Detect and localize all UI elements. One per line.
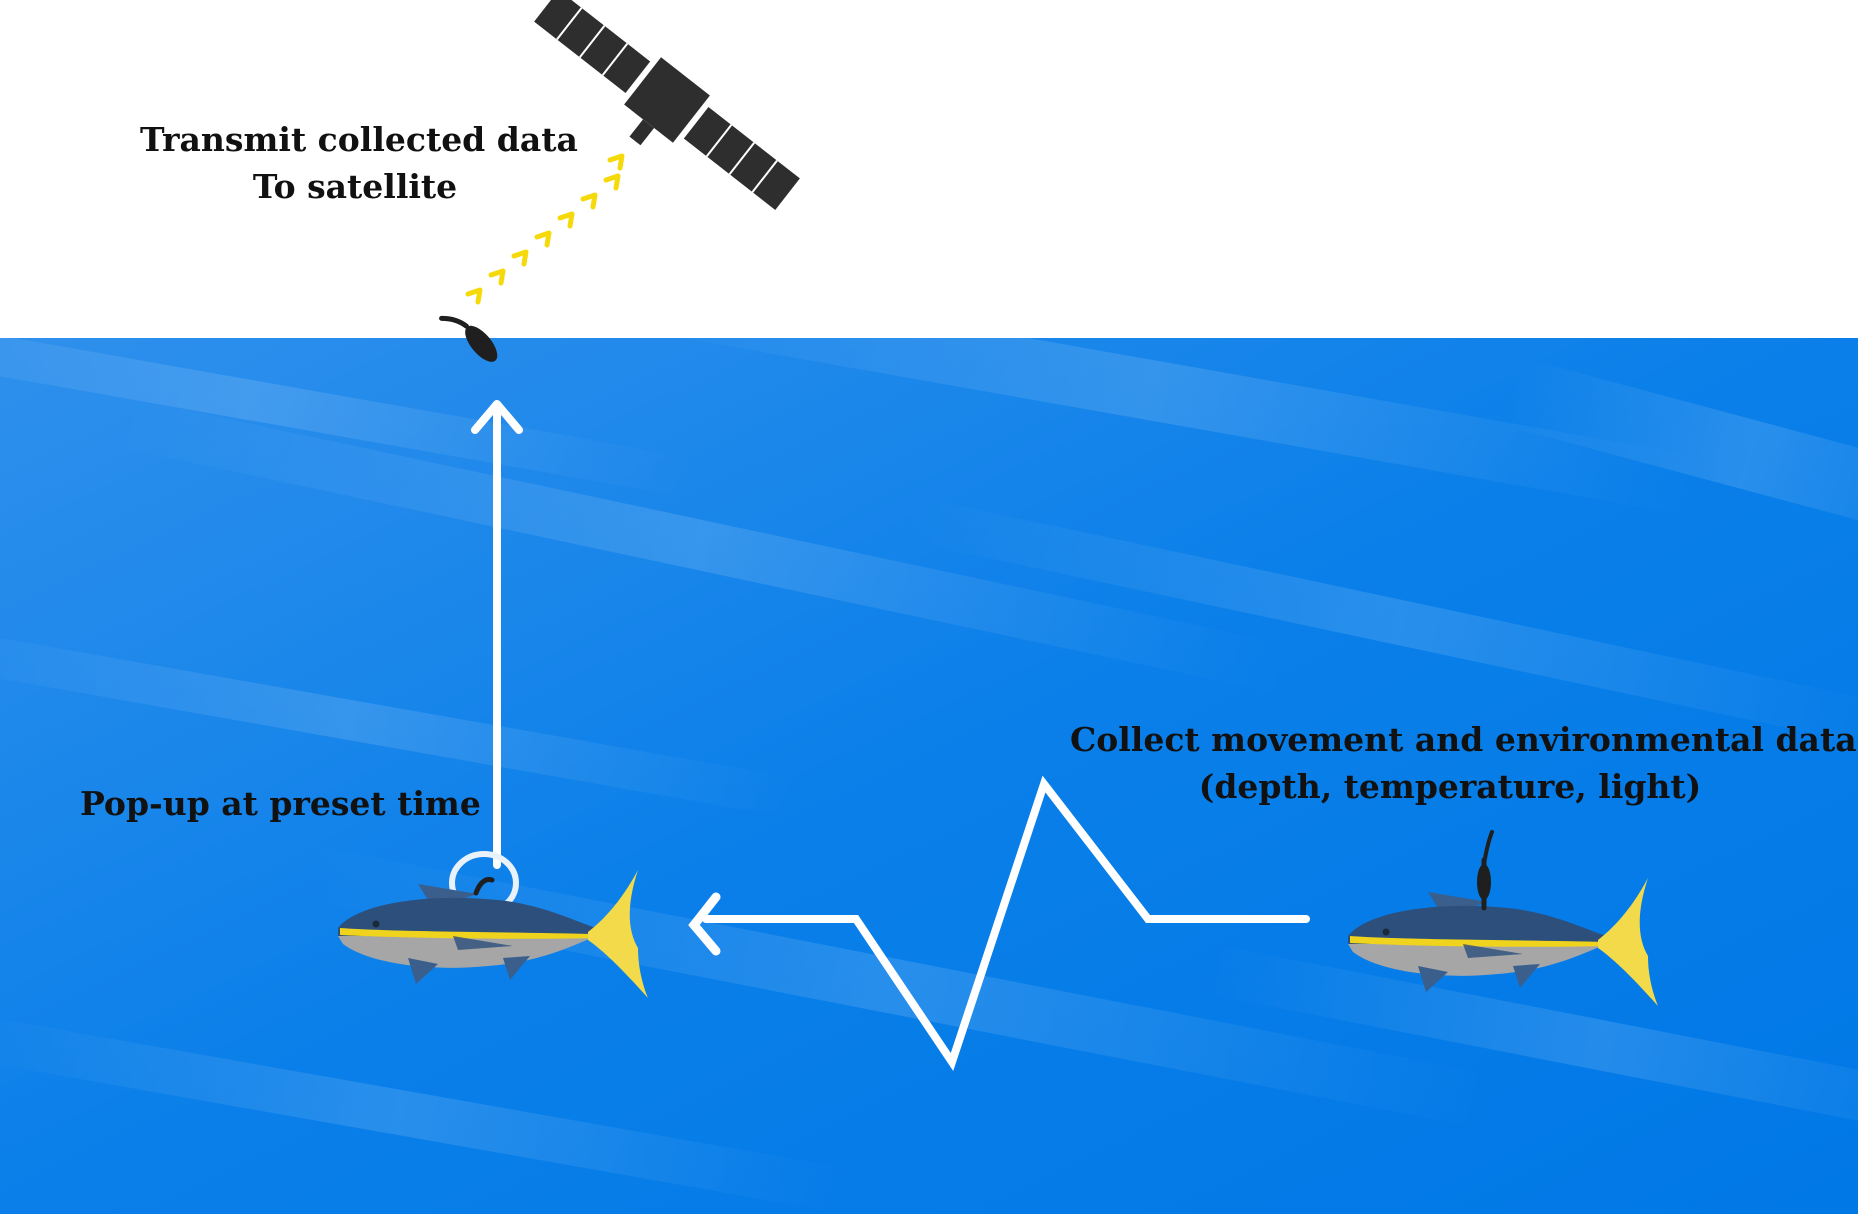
movement-path (688, 775, 1310, 1072)
tag-on-right-fish (1477, 830, 1494, 911)
transmit-label: Transmit collected data To satellite (140, 116, 578, 210)
popup-tag-icon (439, 315, 498, 362)
popup-arrow (471, 400, 523, 869)
collect-label: Collect movement and environmental data … (1070, 716, 1857, 810)
transmit-label-line2: To satellite (252, 167, 458, 206)
popup-label-line1: Pop-up at preset time (80, 784, 481, 823)
tag-on-left-fish (473, 877, 495, 896)
signal-chevrons (465, 153, 625, 305)
popup-label: Pop-up at preset time (80, 780, 481, 827)
transmit-label-line1: Transmit collected data (140, 120, 578, 159)
collect-label-line1: Collect movement and environmental data (1070, 720, 1857, 759)
collect-label-line2: (depth, temperature, light) (1198, 767, 1702, 806)
sky-area (0, 0, 1858, 338)
satellite-icon (534, 0, 800, 210)
